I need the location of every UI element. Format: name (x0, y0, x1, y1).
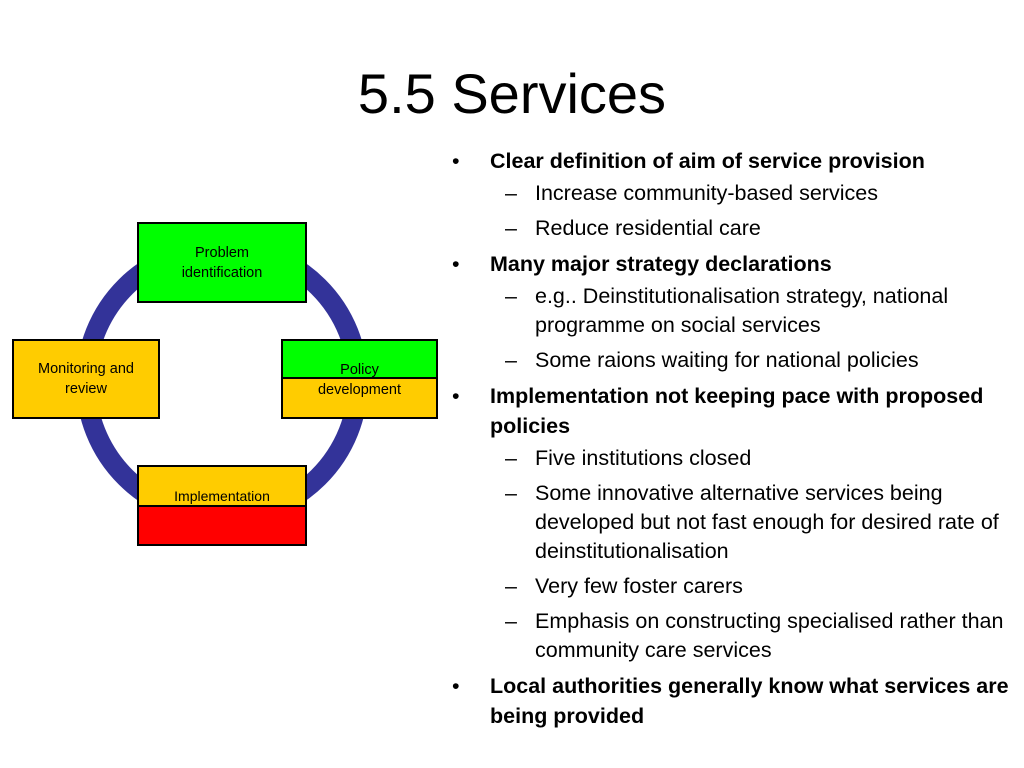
bullet-text: Clear definition of aim of service provi… (490, 149, 925, 173)
bullet-dot-icon: • (452, 149, 460, 173)
problem-identification-box: Problem identification (137, 222, 307, 303)
sub-bullet-item: –Some innovative alternative services be… (490, 479, 1017, 566)
dash-icon: – (505, 481, 517, 505)
sub-bullet-list: –e.g.. Deinstitutionalisation strategy, … (490, 282, 1017, 375)
bullet-text: Implementation not keeping pace with pro… (490, 384, 984, 438)
dash-icon: – (505, 609, 517, 633)
policy-status-green-band (283, 341, 436, 379)
sub-bullet-text: Some innovative alternative services bei… (535, 481, 999, 563)
bullet-item: • Local authorities generally know what s… (452, 671, 1017, 731)
sub-bullet-text: Increase community-based services (535, 181, 878, 205)
bullet-dot-icon: • (452, 252, 460, 276)
sub-bullet-text: Five institutions closed (535, 446, 752, 470)
dash-icon: – (505, 284, 517, 308)
sub-bullet-item: –Some raions waiting for national polici… (490, 346, 1017, 375)
dash-icon: – (505, 181, 517, 205)
sub-bullet-item: –Emphasis on constructing specialised ra… (490, 607, 1017, 665)
bullet-text: Many major strategy declarations (490, 252, 832, 276)
policy-development-label: Policy development (317, 362, 402, 398)
implementation-status-red-band (139, 505, 305, 544)
sub-bullet-item: –Very few foster carers (490, 572, 1017, 601)
dash-icon: – (505, 446, 517, 470)
sub-bullet-item: –Five institutions closed (490, 444, 1017, 473)
dash-icon: – (505, 348, 517, 372)
sub-bullet-item: –Reduce residential care (490, 214, 1017, 243)
bullet-item: • Many major strategy declarations –e.g.. … (452, 249, 1017, 375)
bullet-dot-icon: • (452, 674, 460, 698)
sub-bullet-text: Some raions waiting for national policie… (535, 348, 919, 372)
sub-bullet-text: Emphasis on constructing specialised rat… (535, 609, 1004, 662)
sub-bullet-text: Reduce residential care (535, 216, 761, 240)
sub-bullet-item: –e.g.. Deinstitutionalisation strategy, … (490, 282, 1017, 340)
dash-icon: – (505, 216, 517, 240)
implementation-box: Implementation (137, 465, 307, 546)
bullet-item: • Implementation not keeping pace with pr… (452, 381, 1017, 665)
slide-title: 5.5 Services (357, 62, 667, 125)
bullet-text: Local authorities generally know what se… (490, 674, 1009, 728)
sub-bullet-text: Very few foster carers (535, 574, 743, 598)
implementation-label: Implementation (174, 488, 270, 504)
sub-bullet-item: –Increase community-based services (490, 179, 1017, 208)
problem-identification-label: Problem identification (181, 244, 263, 281)
policy-development-box: Policy development (281, 339, 438, 419)
monitoring-review-box: Monitoring and review (12, 339, 160, 419)
monitoring-review-label: Monitoring and review (38, 361, 134, 397)
sub-bullet-list: –Increase community-based services–Reduc… (490, 179, 1017, 243)
dash-icon: – (505, 574, 517, 598)
bullet-item: • Clear definition of aim of service prov… (452, 146, 1017, 243)
sub-bullet-list: –Five institutions closed–Some innovativ… (490, 444, 1017, 665)
bullet-dot-icon: • (452, 384, 460, 408)
bullet-list: • Clear definition of aim of service prov… (452, 146, 1017, 731)
sub-bullet-text: e.g.. Deinstitutionalisation strategy, n… (535, 284, 949, 337)
